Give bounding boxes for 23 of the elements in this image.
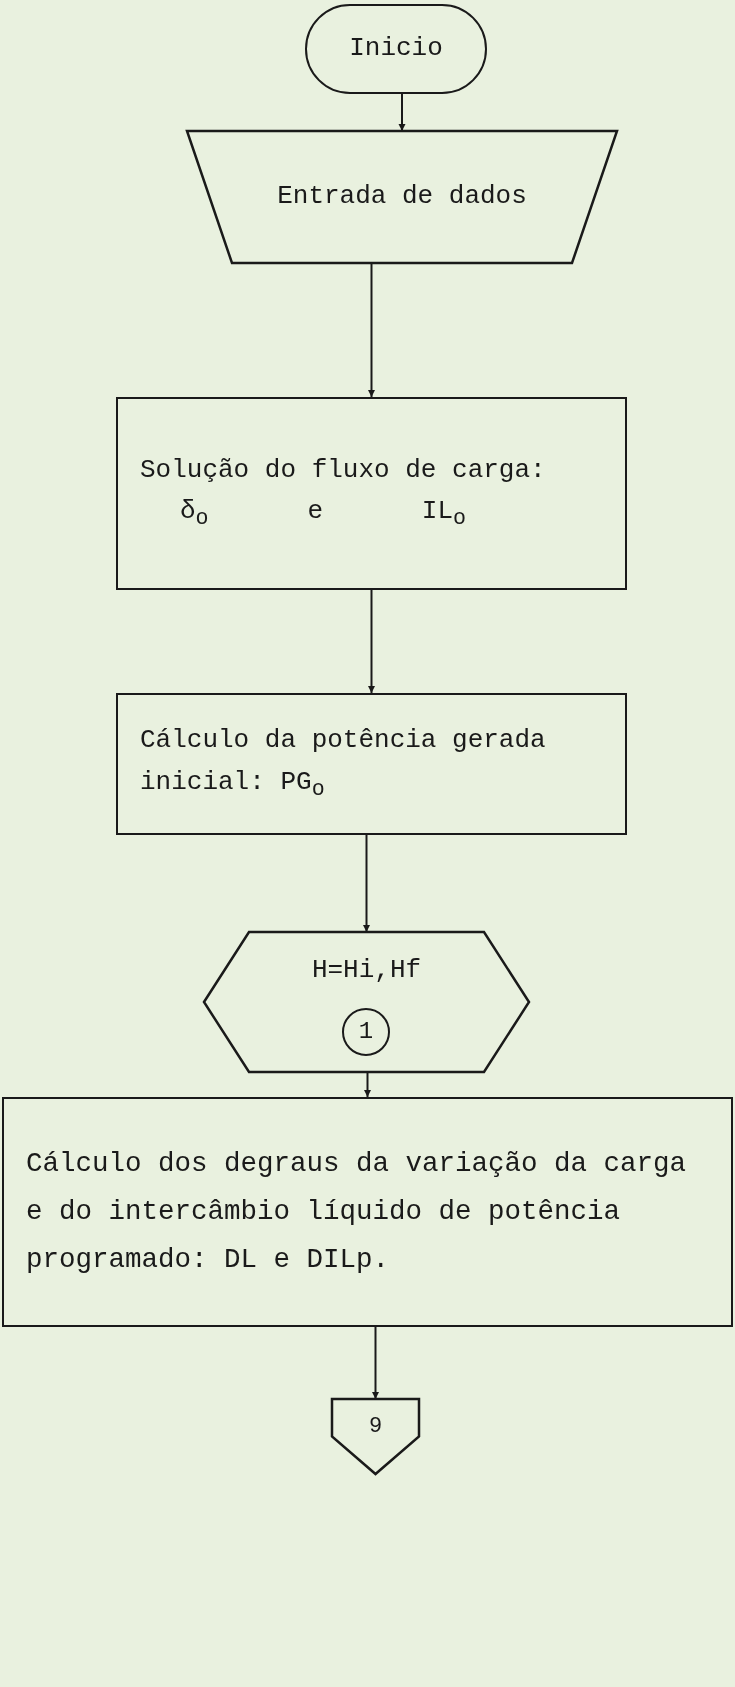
loop-hexagon [204, 932, 529, 1072]
arrow [363, 834, 370, 933]
arrow [372, 1326, 379, 1400]
process-box [116, 397, 627, 590]
node-text: Cálculo dos degraus da variação da carga e do intercâmbio líquido de potência programado: DL e DILp. [26, 1146, 688, 1278]
input-trapezoid [187, 131, 617, 263]
terminal-shape [305, 4, 487, 94]
node-text: 1 [358, 1020, 374, 1044]
process-box [116, 693, 627, 835]
node-text: H=Hi,Hf [311, 954, 422, 987]
arrow [398, 93, 406, 132]
arrow [368, 589, 375, 694]
arrow [368, 262, 375, 398]
node-text: Inicio [349, 32, 443, 66]
offpage-connector [332, 1399, 419, 1474]
connector-circle [342, 1008, 390, 1056]
node-text: 9 [368, 1413, 383, 1441]
node-text: Solução do fluxo de carga: [140, 453, 546, 487]
process-box [2, 1097, 733, 1327]
node-text: Cálculo da potência gerada inicial: PG$_{o}$ [140, 724, 547, 805]
arrow [364, 1071, 371, 1098]
node-text: Entrada de dados [277, 180, 527, 214]
node-text: δ$_{o}$ e IL$_{o}$ [180, 495, 467, 534]
